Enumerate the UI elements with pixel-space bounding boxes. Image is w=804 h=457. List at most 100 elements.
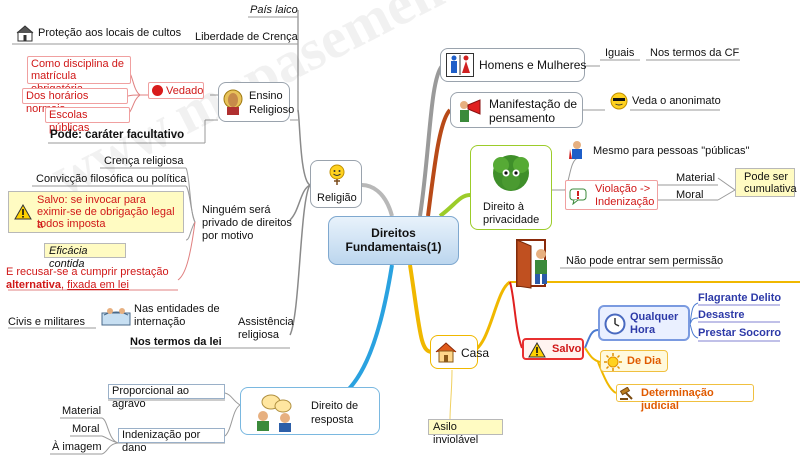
indenizacao-dano-node[interactable]: Indenização por dano [118,428,225,454]
central-topic-line1: Direitos [371,226,416,240]
salvo-casa-node[interactable]: Salvo [522,338,584,360]
ninguem-line1: Ninguém será [202,204,271,216]
recusar-line2: alternativa, fixada em lei [6,279,129,292]
vedado-item-disciplina[interactable]: Como disciplina de matrícula obrigatória [27,56,131,95]
salvo-line2: eximir-se de obrigação legal a [37,206,175,231]
salvo-casa-label: Salvo [552,343,582,355]
jesus-icon [223,89,243,115]
sun-icon [604,353,622,371]
homens-mulheres-node[interactable]: Homens e Mulheres [440,48,587,82]
qualquer-hora-line1: Qualquer [630,311,679,323]
sunglasses-smiley-icon [610,92,628,110]
door-intruder-icon [516,239,547,289]
superman-icon [569,141,582,159]
asilo-inviolavel-node[interactable]: Asilo inviolável [428,419,503,446]
church-icon [16,25,34,42]
violacao-line1: Violação -> [595,183,651,195]
indenizacao-dano-label: Indenização por dano [122,429,201,454]
direito-resposta-line1: Direito de [311,400,359,412]
manifestacao-node[interactable]: Manifestação de pensamento [450,92,583,128]
recusar-alternativa: alternativa [6,279,62,291]
ensino-religioso-node[interactable]: Ensino Religioso [218,82,294,122]
dano-material: Material [62,405,102,417]
iguais-label: Iguais [605,47,635,59]
asilo-label: Asilo inviolável [433,421,479,446]
callout-warning-icon [569,188,587,205]
determinacao-judicial-node[interactable]: Determinação judicial [616,384,754,412]
direito-resposta-node[interactable]: Direito de resposta [240,387,380,435]
manifestacao-line2: pensamento [489,111,556,125]
salvo-exception-node[interactable]: Salvo: se invocar para eximir-se de obri… [8,191,184,233]
people-talking-icon [257,394,292,432]
entidades-line1: Nas entidades de [134,303,220,315]
termos-cf-label: Nos termos da CF [650,47,740,59]
cumulativa-line1: Pode ser [744,171,789,183]
vedado-item-escolas[interactable]: Escolas públicas [45,107,130,134]
de-dia-node[interactable]: De Dia [600,350,668,372]
gavel-icon [619,387,633,400]
civis-militares-label: Civis e militares [8,316,86,328]
ninguem-line3: por motivo [202,230,254,242]
vedado-item-escolas-label: Escolas públicas [49,109,90,134]
assistencia-line2: religiosa [238,329,279,341]
protecao-locais-label: Proteção aos locais de cultos [38,27,182,39]
clock-icon [604,313,626,335]
manifestacao-line1: Manifestação de [489,97,578,111]
ninguem-line2: privado de direitos [202,217,292,229]
privacidade-moral: Moral [676,189,704,201]
veda-anonimato-label: Veda o anonimato [632,95,721,107]
pais-laico-label: País laico [250,4,298,16]
ensino-line2: Religioso [249,104,295,116]
privacidade-line1: Direito à [483,201,524,213]
casa-label: Casa [461,346,490,360]
casa-node[interactable]: Casa [430,335,489,369]
vedado-item-line1: Como disciplina de [31,58,124,70]
nos-termos-lei-label: Nos termos da lei [130,336,222,348]
warning-icon-casa [528,342,546,358]
hora-item-flagrante: Flagrante Delito [698,292,782,304]
qualquer-hora-line2: Hora [630,324,656,336]
cumulativa-line2: cumulativa [744,183,797,195]
hora-item-desastre: Desastre [698,309,745,321]
determinacao-label: Determinação judicial [641,387,714,412]
privacidade-node[interactable]: Direito à privacidade [470,145,552,230]
dano-imagem: À imagem [52,441,102,453]
direito-resposta-line2: resposta [311,414,354,426]
salvo-line1: Salvo: se invocar para [37,194,146,206]
smiley-cross-icon [329,164,345,185]
qualquer-hora-node[interactable]: Qualquer Hora [598,305,690,341]
pessoas-publicas-label: Mesmo para pessoas "públicas" [593,145,750,157]
salvo-line3: todos imposta [37,218,106,230]
vedado-item-horarios[interactable]: Dos horários normais [22,88,128,115]
no-entry-icon [152,85,163,96]
eficacia-contida-node[interactable]: Eficácia contida [44,243,126,270]
homens-mulheres-label: Homens e Mulheres [479,58,587,72]
entidades-line2: internação [134,316,186,328]
pode-facultativo-label: Pode: caráter facultativo [50,129,185,141]
religiao-node[interactable]: Religião [310,160,362,208]
de-dia-label: De Dia [627,355,662,367]
house-icon [435,342,457,363]
privacidade-material: Material [676,172,716,184]
proporcional-node[interactable]: Proporcional ao agravo [108,384,225,410]
restroom-icon [446,53,474,77]
proporcional-label: Proporcional ao agravo [112,385,190,410]
assistencia-line1: Assistência [238,316,294,328]
central-topic[interactable]: Direitos Fundamentais(1) [328,216,459,265]
dano-moral: Moral [72,423,100,435]
motivo-conviccao: Convicção filosófica ou política [36,173,187,185]
religiao-label: Religião [317,192,357,204]
vedado-node[interactable]: Vedado [148,82,204,99]
vedado-label: Vedado [166,85,204,97]
eficacia-label: Eficácia contida [49,245,88,270]
violacao-node[interactable]: Violação -> Indenização [565,180,658,210]
bush-eyes-icon [493,155,529,191]
warning-icon [14,204,32,220]
liberdade-crenca-label: Liberdade de Crença [195,31,298,43]
cumulativa-node[interactable]: Pode ser cumulativa [735,168,797,197]
recusar-fixada: fixada em lei [67,279,129,291]
nao-pode-entrar-label: Não pode entrar sem permissão [566,255,724,267]
privacidade-line2: privacidade [483,214,540,226]
megaphone-icon [460,99,481,122]
